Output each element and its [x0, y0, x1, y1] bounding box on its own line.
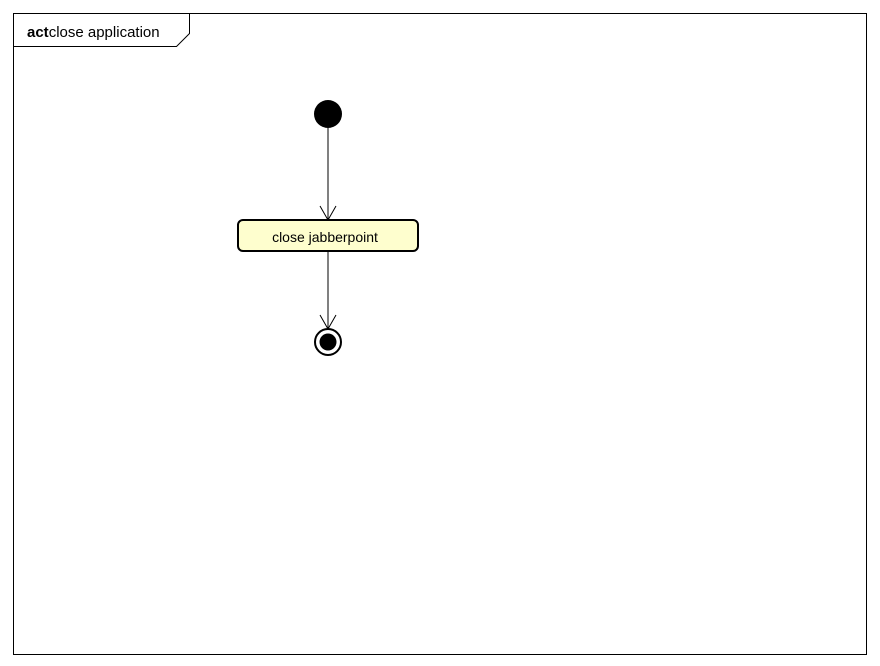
frame-title: actclose application: [27, 24, 160, 41]
frame-name-tab: [13, 13, 190, 47]
diagram-frame: [13, 13, 867, 655]
frame-keyword: act: [27, 24, 49, 41]
frame-name: close application: [49, 24, 160, 41]
activity-final-node[interactable]: [314, 328, 342, 356]
action-node[interactable]: close jabberpoint: [237, 219, 419, 252]
initial-node[interactable]: [314, 100, 342, 128]
action-label: close jabberpoint: [272, 229, 378, 245]
final-node-dot: [319, 333, 337, 351]
